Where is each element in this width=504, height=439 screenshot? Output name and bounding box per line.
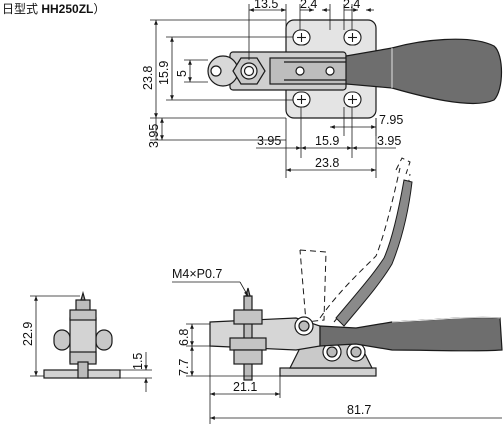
dim-3-95-left: 3.95 [257,134,281,148]
open-handle [335,179,413,327]
dim-2-4-left: 2.4 [300,0,317,11]
dim-6-8: 6.8 [177,329,191,346]
title-prefix: 日型式 [2,2,41,16]
dim-3-95-right: 3.95 [377,134,401,148]
dim-23-8-horizontal: 23.8 [315,156,339,170]
title-suffix: ） [93,2,105,16]
side-view-dimensions [30,281,502,424]
thread-label: M4×P0.7 [172,267,222,281]
front-view [43,290,121,379]
dim-81-7: 81.7 [347,403,371,417]
dim-1-5: 1.5 [131,353,145,370]
side-view-clamp [209,287,503,381]
mounting-slots [292,29,362,108]
dim-13-5: 13.5 [254,0,278,11]
side-base-plate [279,367,377,377]
side-view-labels: M4×P0.7 22.9 1.5 6.8 7.7 21.1 81.7 [21,267,371,417]
dim-15-9-horizontal: 15.9 [315,134,339,148]
top-view-labels: 13.5 2.4 2.4 23.8 15.9 5 3.95 7.95 3.95 … [141,0,403,170]
dim-15-9-vertical: 15.9 [157,61,171,85]
dim-3-95-vertical: 3.95 [147,124,161,148]
dim-7-7: 7.7 [177,359,191,376]
drawing-title: 日型式 HH250ZL） [2,2,105,16]
dim-23-8-vertical: 23.8 [141,66,155,90]
dim-5: 5 [175,70,189,77]
title-model: HH250ZL [41,2,93,16]
dim-21-1: 21.1 [233,380,257,394]
handle [345,38,503,105]
dim-7-95: 7.95 [379,113,403,127]
dim-2-4-right: 2.4 [343,0,360,11]
top-view [207,19,503,119]
top-view-dimensions [150,4,396,178]
dim-22-9: 22.9 [21,322,35,346]
